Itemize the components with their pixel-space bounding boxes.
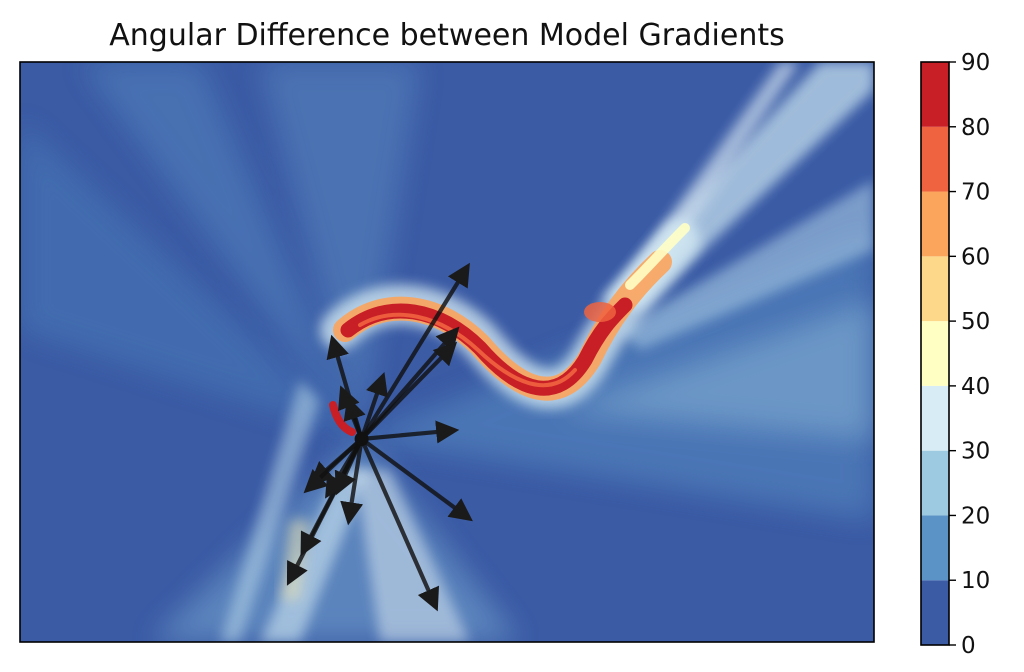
gradient-arrow xyxy=(334,438,364,496)
colorbar-bin xyxy=(921,515,949,581)
high-angle-ridge xyxy=(320,220,700,436)
colorbar-bin xyxy=(921,385,949,451)
ridge-hotspot xyxy=(584,302,616,322)
gradient-arrows xyxy=(286,262,473,612)
gradient-arrow xyxy=(360,341,458,441)
colorbar-frame xyxy=(920,61,950,646)
colorbar-bin xyxy=(921,62,949,127)
colorbar-tick-label: 90 xyxy=(961,50,990,76)
arrow-origin xyxy=(354,432,369,446)
heatmap-streaks xyxy=(20,62,874,642)
heatmap-beam xyxy=(80,62,360,438)
colorbar-tick-label: 30 xyxy=(961,439,990,465)
colorbar-bin xyxy=(921,126,949,192)
heatmap-fan xyxy=(20,120,360,438)
chart-title: Angular Difference between Model Gradien… xyxy=(109,18,784,53)
heatmap-fan xyxy=(560,300,874,440)
colorbar-tick-label: 40 xyxy=(961,374,990,400)
gradient-arrow xyxy=(303,437,364,494)
colorbar-tick-label: 10 xyxy=(961,568,990,594)
colorbar xyxy=(921,62,949,645)
gradient-arrow xyxy=(359,438,439,612)
heatmap-beam xyxy=(220,380,320,642)
plot-frame xyxy=(19,61,875,643)
heatmap-plot xyxy=(20,62,874,642)
gradient-arrow xyxy=(359,371,388,440)
heatmap-fan xyxy=(260,62,420,438)
colorbar-tick-label: 0 xyxy=(961,633,976,659)
ridge-tail xyxy=(625,223,690,290)
colorbar-bin xyxy=(921,450,949,516)
colorbar-tick-label: 60 xyxy=(961,244,990,270)
colorbar-bin xyxy=(921,580,949,645)
colorbar-bin xyxy=(921,191,949,257)
gradient-arrow xyxy=(361,420,460,444)
colorbar-ticks: 0 10 20 30 40 50 60 70 80 90 xyxy=(949,50,990,659)
ridge-inner xyxy=(358,312,577,388)
colorbar-bin xyxy=(921,256,949,322)
heatmap-beam xyxy=(620,180,874,350)
colorbar-tick-label: 80 xyxy=(961,115,990,141)
colorbar-tick-label: 50 xyxy=(961,309,990,335)
colorbar-tick-label: 70 xyxy=(961,180,990,206)
gradient-arrow xyxy=(359,262,470,441)
ridge-stub xyxy=(329,401,356,436)
colorbar-bin xyxy=(921,321,949,386)
gradient-arrow xyxy=(360,437,473,522)
colorbar-tick-label: 20 xyxy=(961,503,990,529)
